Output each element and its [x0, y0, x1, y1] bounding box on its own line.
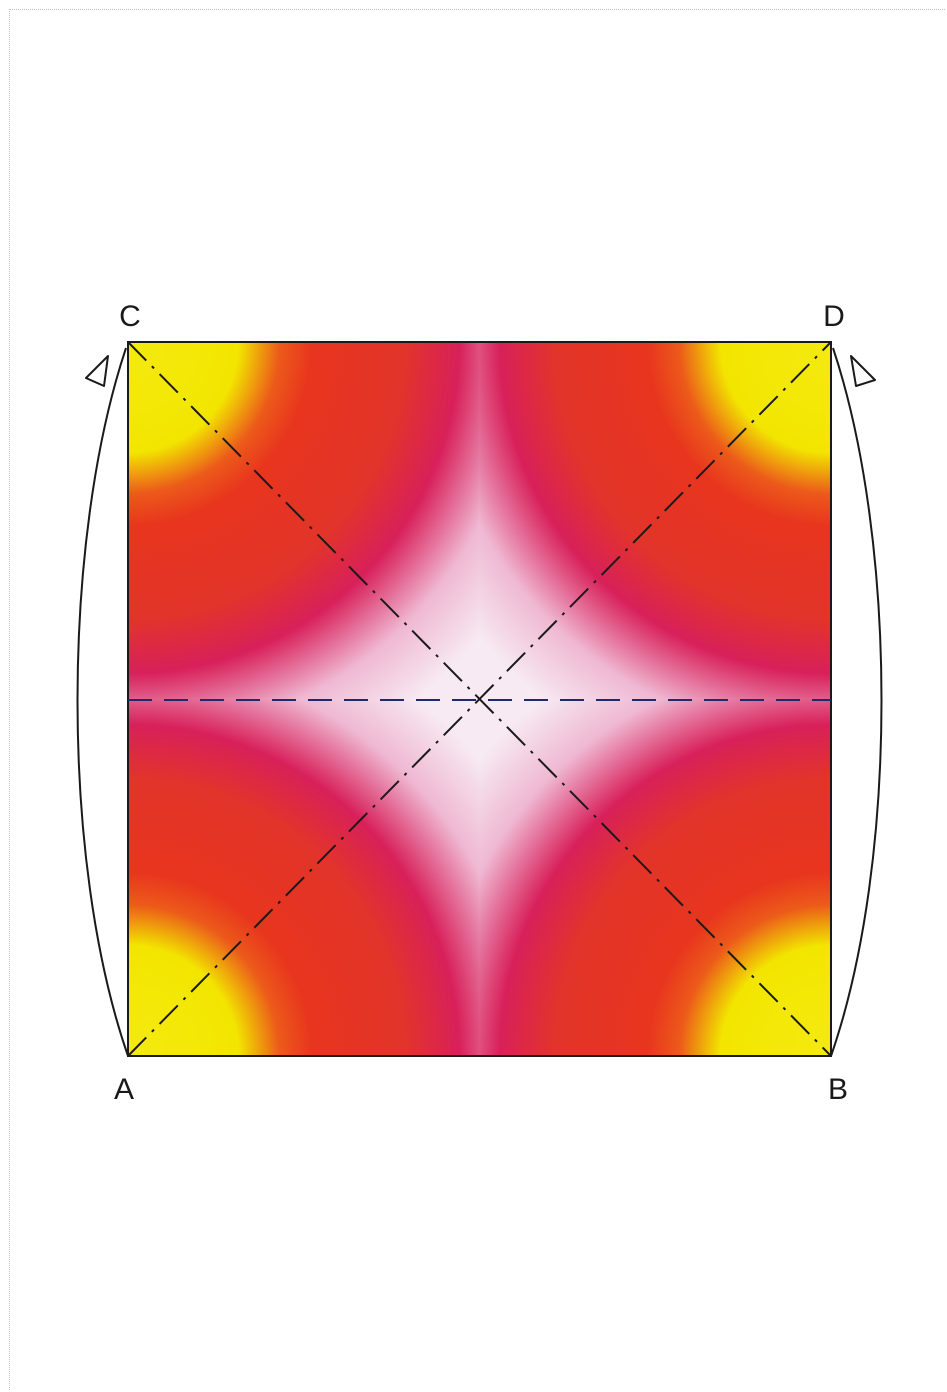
- corner-label-c: C: [119, 300, 141, 333]
- corner-label-a: A: [114, 1073, 134, 1106]
- corner-label-b: B: [828, 1073, 848, 1106]
- left-fold-arrow-icon: [78, 348, 129, 1056]
- corner-label-d: D: [823, 300, 845, 333]
- right-fold-arrow-icon: [831, 348, 882, 1056]
